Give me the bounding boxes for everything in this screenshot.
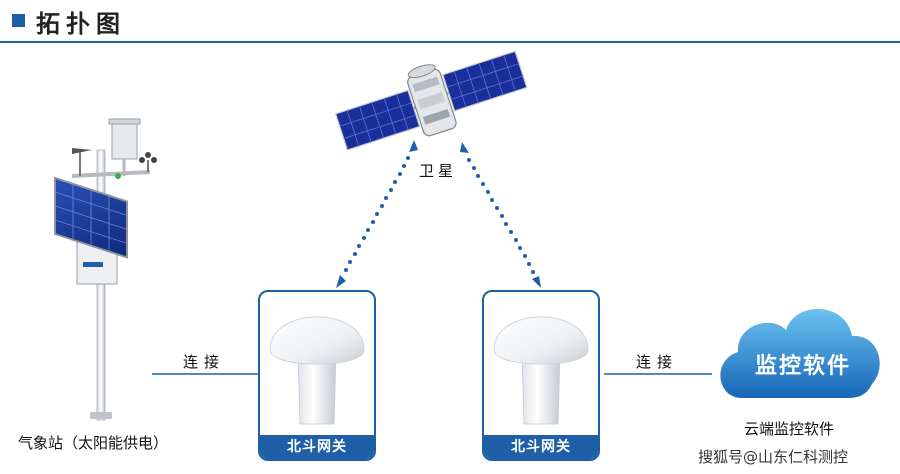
connect-label-left: 连接 xyxy=(183,353,226,371)
antenna-icon xyxy=(493,316,589,425)
gateway-label: 北斗网关 xyxy=(260,435,374,459)
antenna-icon xyxy=(269,316,365,425)
header-divider xyxy=(0,41,900,43)
satellite-label: 卫星 xyxy=(419,162,458,180)
page-title: 拓扑图 xyxy=(36,10,126,38)
cloud-label: 监控软件 xyxy=(754,354,851,379)
connect-label-right: 连接 xyxy=(636,353,679,371)
link-satellite-right xyxy=(460,142,541,288)
gateway-label: 北斗网关 xyxy=(484,435,598,459)
watermark: 搜狐号@山东仁科测控 xyxy=(698,448,849,466)
weather-station-icon xyxy=(54,118,157,421)
gateway-left: 北斗网关 xyxy=(258,290,376,461)
gateway-right: 北斗网关 xyxy=(482,290,600,461)
weather-station-label: 气象站（太阳能供电） xyxy=(18,434,169,452)
section-header: 拓扑图 xyxy=(0,0,900,44)
satellite-icon xyxy=(334,50,528,151)
link-satellite-left xyxy=(336,140,418,288)
header-square-icon xyxy=(12,14,25,27)
cloud-icon xyxy=(720,308,880,398)
cloud-caption: 云端监控软件 xyxy=(744,420,835,438)
